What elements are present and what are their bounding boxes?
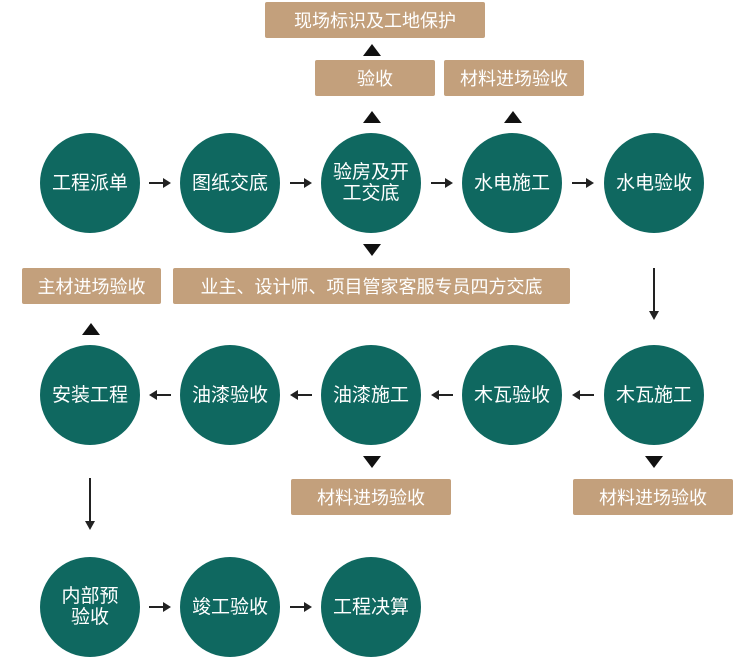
tag-four-party-briefing: 业主、设计师、项目管家客服专员四方交底 [173, 268, 570, 304]
arrow-left-icon [149, 390, 171, 400]
step-internal-pre-inspection: 内部预 验收 [40, 557, 140, 657]
arrow-left-icon [431, 390, 453, 400]
arrow-left-icon [290, 390, 312, 400]
tag-main-material-entry: 主材进场验收 [22, 268, 161, 304]
arrow-right-icon [431, 178, 453, 188]
step-dispatch: 工程派单 [40, 133, 140, 233]
arrow-down-long-icon [649, 268, 659, 320]
arrow-up-icon [504, 111, 522, 123]
step-paint-construction: 油漆施工 [321, 345, 421, 445]
arrow-right-icon [290, 178, 312, 188]
arrow-right-icon [572, 178, 594, 188]
step-plumbing-inspection: 水电验收 [604, 133, 704, 233]
tag-material-entry-1: 材料进场验收 [444, 60, 584, 96]
arrow-down-long-icon [85, 478, 95, 530]
arrow-up-icon [363, 44, 381, 56]
arrow-up-icon [82, 323, 100, 335]
step-house-check-briefing: 验房及开 工交底 [321, 133, 421, 233]
arrow-down-icon [645, 456, 663, 468]
step-carpentry-tile-construction: 木瓦施工 [604, 345, 704, 445]
tag-material-entry-3: 材料进场验收 [573, 479, 733, 515]
arrow-down-icon [363, 456, 381, 468]
arrow-up-icon [363, 111, 381, 123]
step-carpentry-tile-inspection: 木瓦验收 [462, 345, 562, 445]
arrow-down-icon [363, 244, 381, 256]
arrow-right-icon [290, 602, 312, 612]
tag-material-entry-2: 材料进场验收 [291, 479, 451, 515]
tag-site-protection: 现场标识及工地保护 [265, 2, 485, 38]
step-completion-inspection: 竣工验收 [180, 557, 280, 657]
step-installation: 安装工程 [40, 345, 140, 445]
tag-inspection: 验收 [315, 60, 435, 96]
step-drawing-briefing: 图纸交底 [180, 133, 280, 233]
arrow-right-icon [149, 602, 171, 612]
step-final-accounts: 工程决算 [321, 557, 421, 657]
arrow-left-icon [572, 390, 594, 400]
step-paint-inspection: 油漆验收 [180, 345, 280, 445]
arrow-right-icon [149, 178, 171, 188]
step-plumbing-construction: 水电施工 [462, 133, 562, 233]
